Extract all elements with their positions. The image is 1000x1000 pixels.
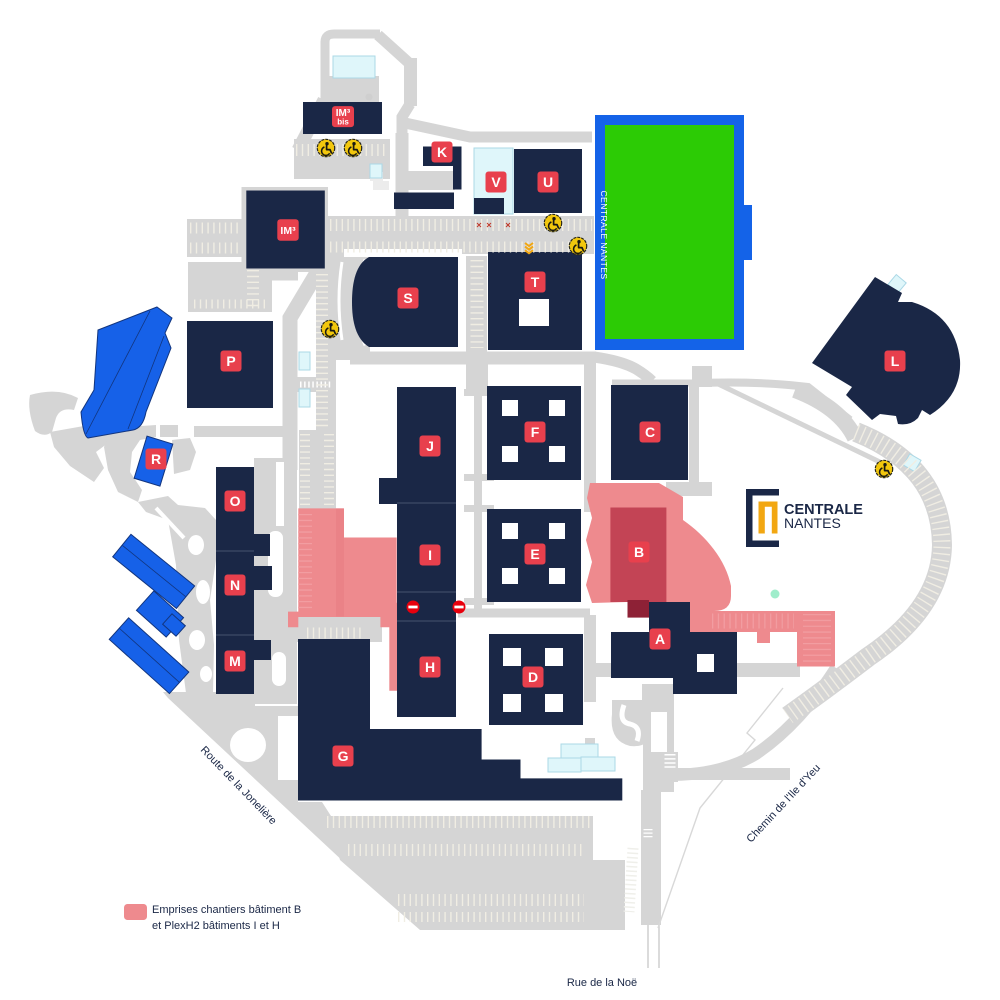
svg-text:G: G (338, 748, 349, 764)
svg-text:N: N (230, 577, 240, 593)
svg-text:C: C (645, 424, 655, 440)
svg-text:M: M (229, 653, 241, 669)
svg-text:U: U (543, 174, 553, 190)
svg-text:R: R (151, 451, 161, 467)
svg-text:NANTES: NANTES (784, 515, 841, 531)
svg-text:Rue de la Noë: Rue de la Noë (567, 977, 637, 989)
svg-text:L: L (891, 353, 900, 369)
svg-text:B: B (634, 544, 644, 560)
svg-text:K: K (437, 144, 447, 160)
svg-text:P: P (226, 353, 235, 369)
svg-text:E: E (530, 546, 539, 562)
svg-text:T: T (531, 274, 540, 290)
svg-text:CENTRALE NANTES: CENTRALE NANTES (599, 190, 609, 279)
svg-text:J: J (426, 438, 434, 454)
svg-text:I: I (428, 547, 432, 563)
svg-text:IM³: IM³ (280, 225, 296, 237)
svg-text:et PlexH2 bâtiments I et H: et PlexH2 bâtiments I et H (152, 920, 280, 932)
svg-text:bis: bis (337, 118, 349, 127)
svg-text:O: O (230, 493, 241, 509)
svg-text:F: F (531, 424, 540, 440)
svg-text:CENTRALE: CENTRALE (784, 502, 863, 518)
svg-text:A: A (655, 631, 665, 647)
svg-text:IM³: IM³ (336, 108, 351, 119)
svg-text:H: H (425, 659, 435, 675)
svg-text:Emprises chantiers bâtiment B: Emprises chantiers bâtiment B (152, 904, 301, 916)
svg-text:D: D (528, 669, 538, 685)
svg-text:S: S (403, 290, 412, 306)
svg-text:V: V (491, 174, 501, 190)
